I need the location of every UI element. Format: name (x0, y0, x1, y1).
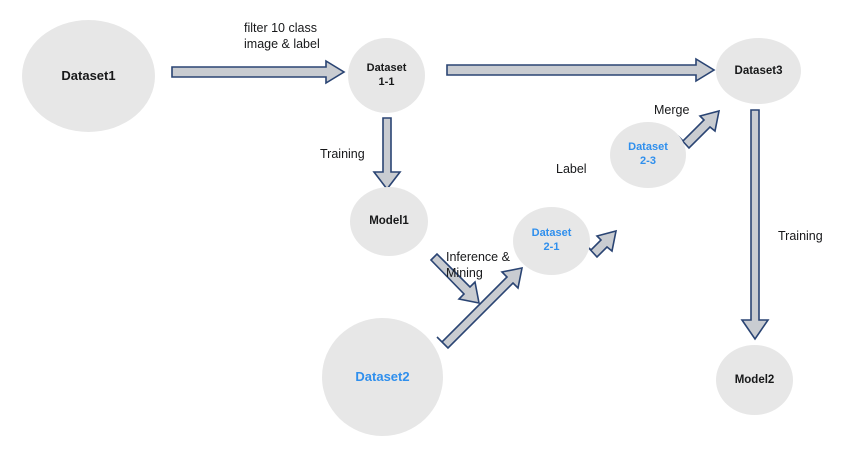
node-dataset1-1[interactable]: Dataset 1-1 (348, 38, 425, 113)
node-dataset2-label: Dataset2 (355, 368, 410, 384)
node-model2[interactable]: Model2 (716, 345, 793, 415)
arrow-dataset1-1-to-model1 (372, 117, 402, 191)
node-dataset3-label: Dataset3 (734, 64, 783, 77)
arrow-dataset2-1-to-dataset2-3 (585, 229, 618, 259)
node-model1[interactable]: Model1 (350, 187, 428, 256)
node-dataset2-1[interactable]: Dataset 2-1 (513, 207, 590, 275)
node-dataset1[interactable]: Dataset1 (22, 20, 155, 132)
node-dataset1-1-label: Dataset 1-1 (366, 61, 407, 88)
edge-label-inference-mining: Inference & Mining (446, 250, 510, 281)
arrow-dataset2-to-dataset2-1 (436, 266, 524, 350)
node-dataset3[interactable]: Dataset3 (716, 38, 801, 104)
arrow-dataset3-to-model2 (740, 109, 770, 341)
edge-label-training-2: Training (778, 229, 823, 243)
edge-label-label: Label (556, 162, 587, 176)
edge-label-filter: filter 10 class image & label (244, 21, 320, 52)
node-dataset1-label: Dataset1 (61, 67, 116, 83)
arrow-dataset1-1-to-dataset3 (446, 57, 716, 83)
arrow-dataset2-3-to-dataset3 (677, 109, 721, 150)
node-dataset2-1-label: Dataset 2-1 (531, 227, 572, 253)
arrow-dataset1-to-dataset1-1 (171, 59, 346, 85)
node-dataset2-3-label: Dataset 2-3 (628, 141, 668, 167)
node-model2-label: Model2 (734, 373, 775, 386)
arrow-model1-to-dataset2 (429, 252, 481, 305)
node-dataset2-3[interactable]: Dataset 2-3 (610, 122, 686, 188)
edge-label-training-1: Training (320, 147, 365, 161)
node-model1-label: Model1 (369, 215, 409, 228)
edge-label-merge: Merge (654, 103, 690, 117)
node-dataset2[interactable]: Dataset2 (322, 318, 443, 436)
